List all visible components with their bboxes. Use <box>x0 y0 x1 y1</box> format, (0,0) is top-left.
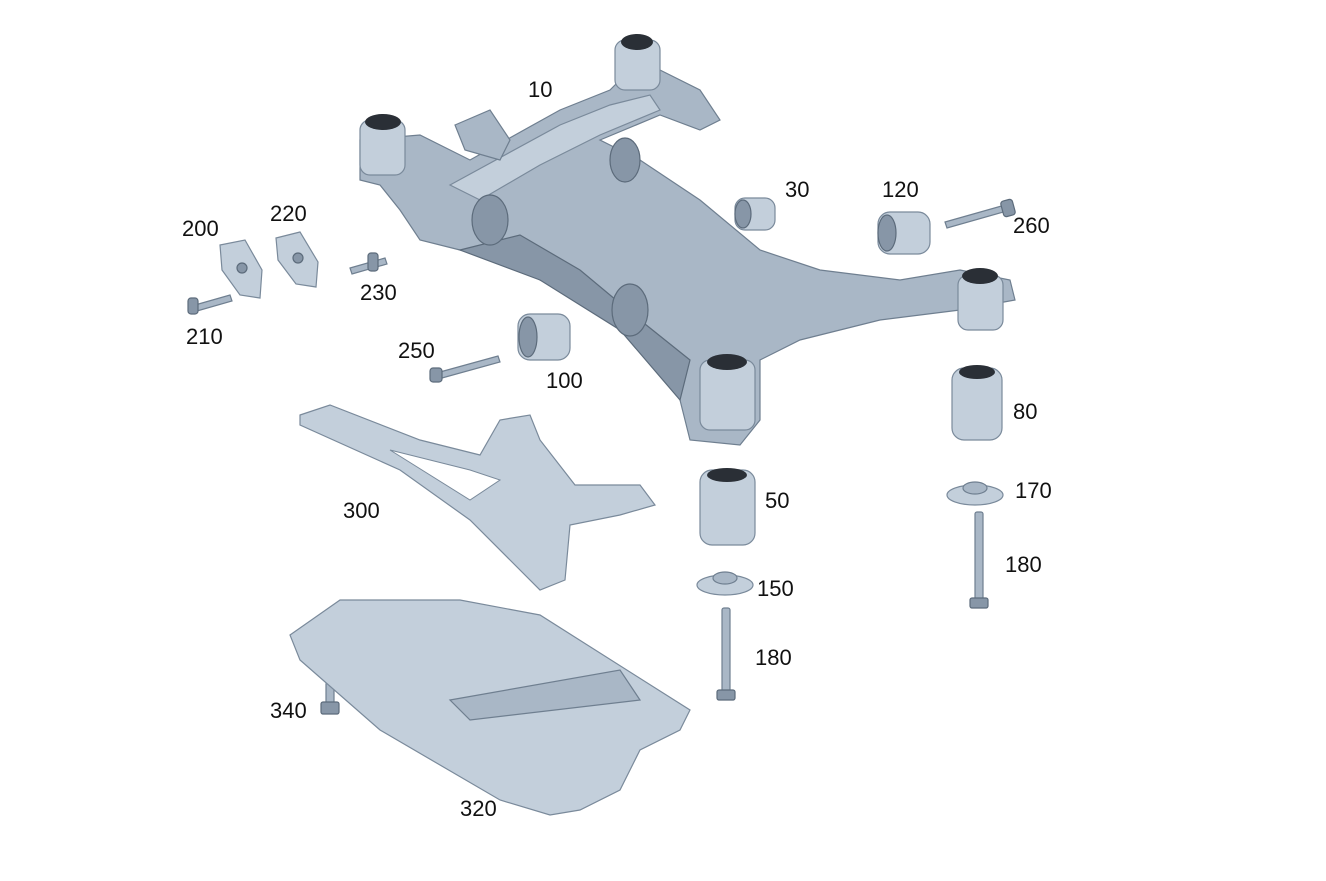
label-340: 340 <box>270 698 307 723</box>
label-320: 320 <box>460 796 497 821</box>
label-50: 50 <box>765 488 790 513</box>
label-220: 220 <box>270 201 307 226</box>
plate-part-300 <box>299 404 657 591</box>
label-230: 230 <box>360 280 397 305</box>
label-30: 30 <box>785 177 810 202</box>
label-210: 210 <box>186 324 223 349</box>
bracket-part-220 <box>275 231 319 288</box>
bolt-part-260 <box>944 198 1016 229</box>
bolt-part-250 <box>429 355 501 383</box>
label-260: 260 <box>1013 213 1050 238</box>
bracket-part-200 <box>219 239 263 299</box>
label-80: 80 <box>1013 399 1038 424</box>
bolt-part-210 <box>187 294 233 315</box>
label-250: 250 <box>398 338 435 363</box>
subframe-part-10 <box>359 34 1016 446</box>
washer-part-150 <box>696 571 754 596</box>
label-120: 120 <box>882 177 919 202</box>
bolt-part-230 <box>349 252 388 275</box>
panel-part-320 <box>289 599 691 816</box>
label-170: 170 <box>1015 478 1052 503</box>
bushing-part-80 <box>951 365 1003 441</box>
label-200: 200 <box>182 216 219 241</box>
label-150: 150 <box>757 576 794 601</box>
label-300: 300 <box>343 498 380 523</box>
washer-part-170 <box>946 481 1004 506</box>
label-100: 100 <box>546 368 583 393</box>
bolt-part-180-right <box>969 511 989 609</box>
bolt-part-180-left <box>716 607 736 701</box>
bushing-part-50 <box>699 468 756 546</box>
label-180-left: 180 <box>755 645 792 670</box>
bushing-part-30 <box>734 197 776 231</box>
bolt-part-340 <box>320 681 340 715</box>
bushing-part-120 <box>877 211 931 255</box>
label-180-right: 180 <box>1005 552 1042 577</box>
label-10: 10 <box>528 77 553 102</box>
bushing-part-100 <box>517 313 571 361</box>
